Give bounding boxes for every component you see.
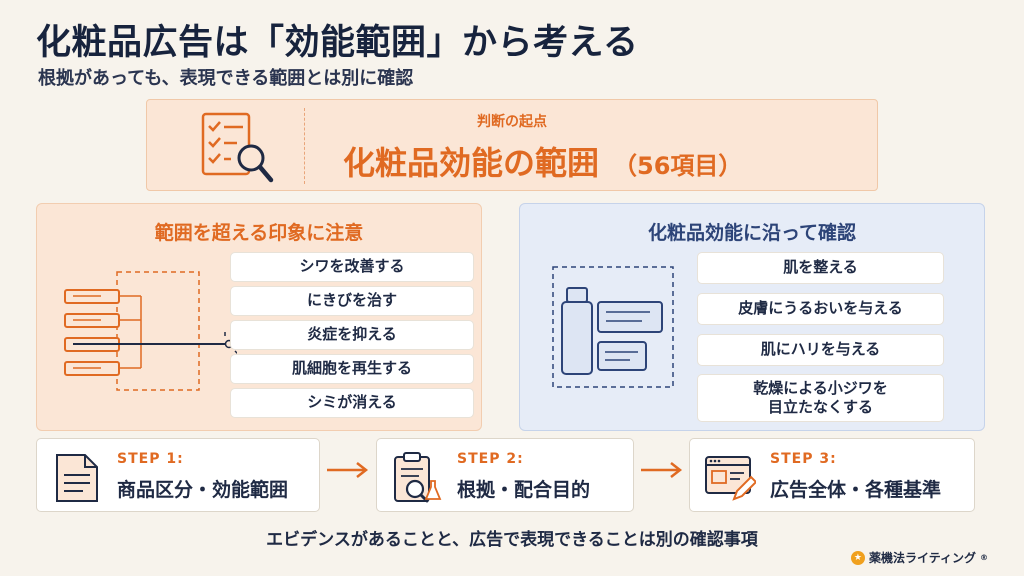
- step-name: 根拠・配合目的: [457, 479, 591, 501]
- brand-mark-icon: ★: [850, 550, 865, 565]
- caution-item: シミが消える: [230, 388, 474, 418]
- clipboard-flask-icon: [394, 452, 442, 503]
- step-name: 広告全体・各種基準: [770, 479, 942, 501]
- brand-name: 薬機法ライティング: [868, 551, 976, 565]
- starting-point-count: （56項目）: [613, 152, 743, 180]
- starting-point-heading: 化粧品効能の範囲 （56項目）: [343, 138, 742, 184]
- step-name: 商品区分・効能範囲: [117, 479, 289, 501]
- checklist-magnifier-icon: [201, 112, 274, 183]
- dashed-divider: [304, 108, 305, 184]
- brand-logo: ★ 薬機法ライティング ®: [850, 549, 988, 566]
- caution-item: 炎症を抑える: [230, 320, 474, 350]
- caution-panel-title: 範囲を超える印象に注意: [154, 222, 364, 244]
- confirm-item: 乾燥による小ジワを 目立たなくする: [697, 374, 944, 422]
- caution-item: 肌細胞を再生する: [230, 354, 474, 384]
- exceeding-scope-diagram-icon: [64, 271, 237, 391]
- step-card-1: STEP 1: 商品区分・効能範囲: [36, 438, 320, 512]
- caution-panel: 範囲を超える印象に注意 シワを改善する にきびを治す 炎症を抑える 肌細胞を再生…: [36, 203, 482, 431]
- registered-mark: ®: [980, 553, 988, 562]
- confirm-item: 皮膚にうるおいを与える: [697, 293, 944, 325]
- starting-point-box: 判断の起点 化粧品効能の範囲 （56項目）: [146, 99, 878, 191]
- caution-item: シワを改善する: [230, 252, 474, 282]
- step-label: STEP 1:: [117, 451, 184, 467]
- step-card-2: STEP 2: 根拠・配合目的: [376, 438, 634, 512]
- starting-point-main: 化粧品効能の範囲: [343, 144, 600, 182]
- confirm-item: 肌を整える: [697, 252, 944, 284]
- confirm-panel: 化粧品効能に沿って確認 肌を整える 皮膚にうるおいを与える 肌にハリを与える 乾…: [519, 203, 985, 431]
- page-subtitle: 根拠があっても、表現できる範囲とは別に確認: [38, 68, 414, 89]
- caution-item: にきびを治す: [230, 286, 474, 316]
- confirm-item: 肌にハリを与える: [697, 334, 944, 366]
- cosmetic-bottle-icon: [552, 266, 674, 388]
- step-label: STEP 3:: [770, 451, 837, 467]
- arrow-right-icon: [327, 462, 369, 478]
- arrow-right-icon: [641, 462, 683, 478]
- starting-point-label: 判断の起点: [477, 114, 547, 130]
- step-label: STEP 2:: [457, 451, 524, 467]
- browser-pencil-icon: [705, 456, 756, 501]
- document-icon: [56, 454, 98, 502]
- page-title: 化粧品広告は「効能範囲」から考える: [36, 23, 639, 63]
- confirm-panel-title: 化粧品効能に沿って確認: [647, 222, 857, 244]
- footer-note: エビデンスがあることと、広告で表現できることは別の確認事項: [266, 530, 758, 550]
- step-card-3: STEP 3: 広告全体・各種基準: [689, 438, 975, 512]
